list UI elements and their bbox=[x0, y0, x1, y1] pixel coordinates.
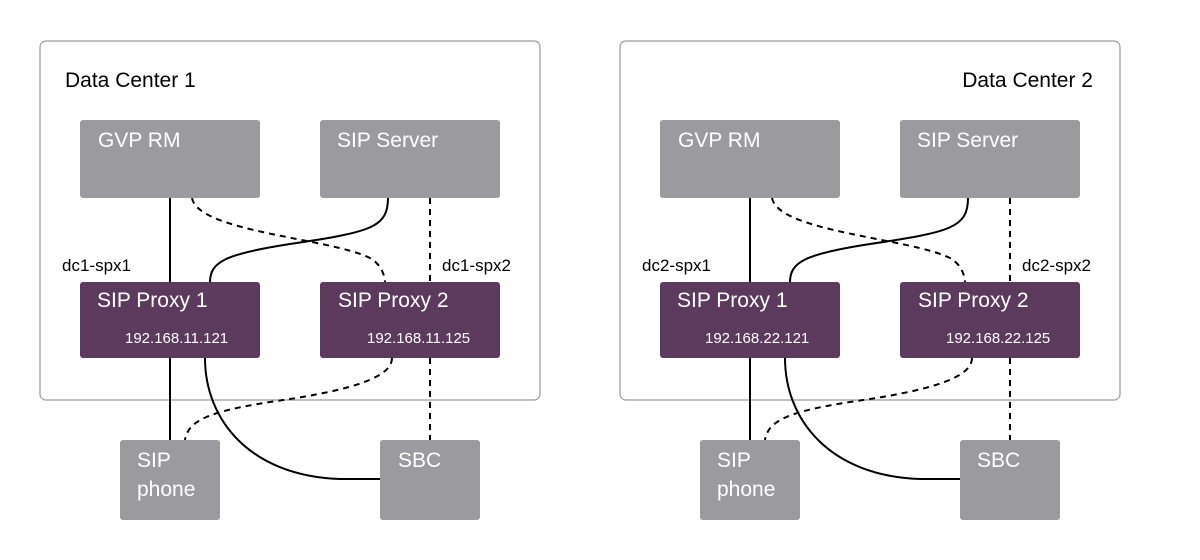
dc1-gvp-rm-label: GVP RM bbox=[98, 129, 180, 152]
dc1-sip-phone-label-line1: SIP bbox=[137, 449, 171, 472]
data-center-1: Data Center 1 GVP RM SIP Server dc1-spx1… bbox=[39, 40, 541, 520]
dc1-sbc-label: SBC bbox=[398, 449, 441, 472]
dc1-title: Data Center 1 bbox=[65, 69, 196, 92]
dc2-sip-proxy-1-ip: 192.168.22.121 bbox=[705, 330, 809, 347]
dc1-sip-server-box bbox=[320, 120, 500, 198]
dc2-sip-server-label: SIP Server bbox=[917, 129, 1018, 152]
dc2-sbc-box bbox=[960, 440, 1060, 520]
dc1-proxy1-id-label: dc1-spx1 bbox=[62, 256, 131, 275]
dc2-sip-proxy-1-box bbox=[660, 282, 840, 358]
dc1-sip-proxy-1-ip: 192.168.11.121 bbox=[125, 330, 228, 347]
dc1-line-proxy2-phone bbox=[184, 357, 393, 441]
dc1-sip-proxy-1-label: SIP Proxy 1 bbox=[97, 289, 208, 312]
dc2-proxy2-id-label: dc2-spx2 bbox=[1022, 256, 1091, 275]
dc1-proxy2-id-label: dc1-spx2 bbox=[442, 256, 511, 275]
dc1-sip-phone-box bbox=[120, 440, 220, 520]
dc2-sip-phone-label-line2: phone bbox=[717, 478, 775, 501]
dc2-sip-phone-box bbox=[700, 440, 800, 520]
dc2-sip-server-box bbox=[900, 120, 1080, 198]
dc2-gvp-rm-label: GVP RM bbox=[678, 129, 760, 152]
dc2-line-sipserver-proxy1 bbox=[789, 197, 969, 283]
data-center-2: Data Center 2 GVP RM SIP Server dc2-spx1… bbox=[619, 40, 1121, 520]
dc1-sbc-box bbox=[380, 440, 480, 520]
dc2-sip-phone-label-line1: SIP bbox=[717, 449, 751, 472]
dc1-sip-proxy-1-box bbox=[80, 282, 260, 358]
dc1-sip-phone-label-line2: phone bbox=[137, 478, 195, 501]
dc2-connections bbox=[749, 197, 1011, 480]
dc1-sip-proxy-2-label: SIP Proxy 2 bbox=[338, 289, 449, 312]
dc2-sip-proxy-1-label: SIP Proxy 1 bbox=[677, 289, 788, 312]
dc2-line-proxy1-sbc bbox=[784, 357, 960, 480]
dc2-proxy1-id-label: dc2-spx1 bbox=[642, 256, 711, 275]
dc2-title: Data Center 2 bbox=[962, 69, 1093, 92]
dc1-gvp-rm-box bbox=[80, 120, 260, 198]
dc2-sip-proxy-2-ip: 192.168.22.125 bbox=[946, 330, 1050, 347]
dc1-line-proxy1-sbc bbox=[204, 357, 380, 480]
dc2-sip-proxy-2-box bbox=[900, 282, 1080, 358]
dc2-sip-proxy-2-label: SIP Proxy 2 bbox=[918, 289, 1029, 312]
dc1-sip-proxy-2-box bbox=[320, 282, 500, 358]
dc2-sbc-label: SBC bbox=[977, 449, 1020, 472]
dc1-line-sipserver-proxy1 bbox=[209, 197, 389, 283]
dc1-sip-proxy-2-ip: 192.168.11.125 bbox=[367, 330, 470, 347]
dc2-line-proxy2-phone bbox=[764, 357, 973, 441]
dc2-gvp-rm-box bbox=[660, 120, 840, 198]
dc1-sip-server-label: SIP Server bbox=[337, 129, 438, 152]
dc1-connections bbox=[169, 197, 431, 480]
